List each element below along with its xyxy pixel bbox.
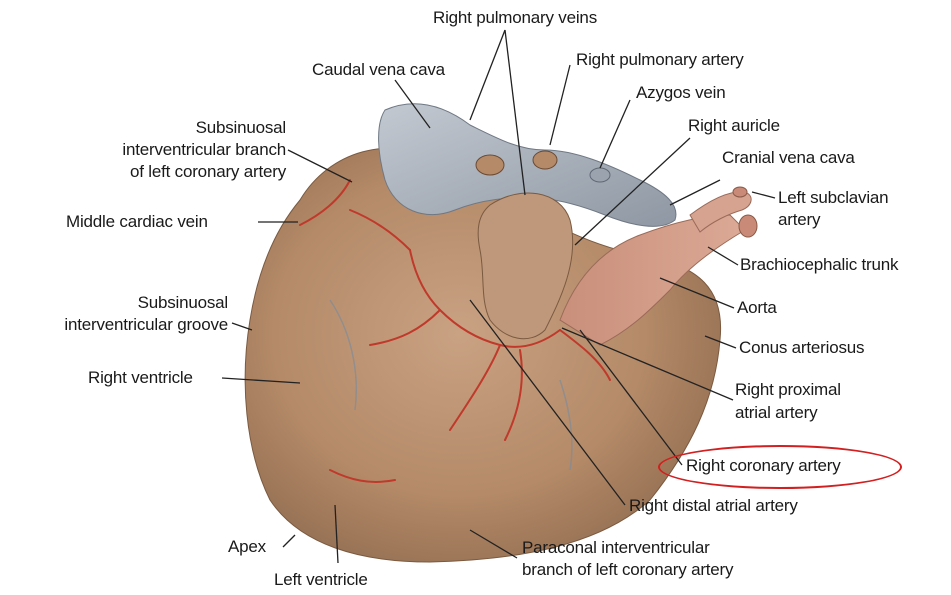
label-subsinuosal-groove-line2: interventricular groove <box>6 315 228 335</box>
label-left-subclavian-line2: artery <box>778 210 820 230</box>
label-azygos-vein: Azygos vein <box>636 83 725 103</box>
label-right-pulmonary-veins: Right pulmonary veins <box>410 8 620 28</box>
label-middle-cardiac-vein: Middle cardiac vein <box>66 212 208 232</box>
label-right-auricle: Right auricle <box>688 116 780 136</box>
label-cranial-vena-cava: Cranial vena cava <box>722 148 855 168</box>
label-right-pulmonary-artery: Right pulmonary artery <box>576 50 744 70</box>
label-left-ventricle: Left ventricle <box>274 570 368 590</box>
label-left-subclavian-line1: Left subclavian <box>778 188 888 208</box>
label-subsinuosal-branch-line3: of left coronary artery <box>60 162 286 182</box>
label-paraconal-line2: branch of left coronary artery <box>522 560 733 580</box>
label-right-coronary-artery: Right coronary artery <box>686 456 841 476</box>
subclavian-opening-2 <box>733 187 747 197</box>
azygos-opening <box>590 168 610 182</box>
label-brachiocephalic-trunk: Brachiocephalic trunk <box>740 255 898 275</box>
subclavian-opening <box>739 215 757 237</box>
label-aorta: Aorta <box>737 298 777 318</box>
pulmonary-vein-opening <box>476 155 504 175</box>
label-right-proximal-atrial-line2: atrial artery <box>735 403 817 423</box>
label-subsinuosal-branch-line2: interventricular branch <box>60 140 286 160</box>
label-conus-arteriosus: Conus arteriosus <box>739 338 864 358</box>
label-right-ventricle: Right ventricle <box>88 368 193 388</box>
label-caudal-vena-cava: Caudal vena cava <box>312 60 445 80</box>
label-apex: Apex <box>228 537 266 557</box>
label-right-proximal-atrial-line1: Right proximal <box>735 380 841 400</box>
label-paraconal-line1: Paraconal interventricular <box>522 538 710 558</box>
label-right-distal-atrial-artery: Right distal atrial artery <box>629 496 798 516</box>
label-subsinuosal-groove-line1: Subsinuosal <box>6 293 228 313</box>
pulmonary-vein-opening-2 <box>533 151 557 169</box>
label-subsinuosal-branch-line1: Subsinuosal <box>60 118 286 138</box>
